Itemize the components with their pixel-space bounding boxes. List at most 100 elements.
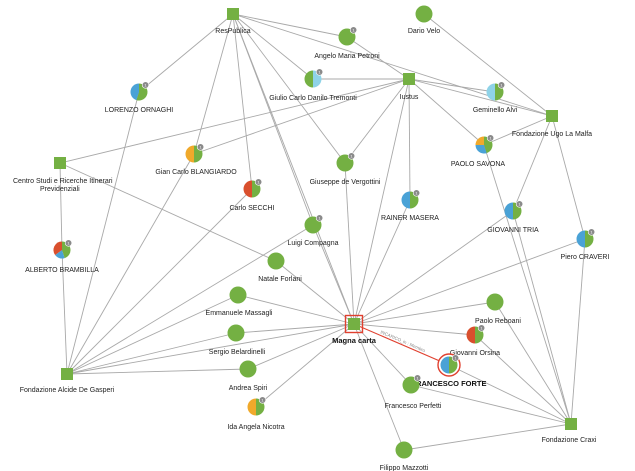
edge-craxi-craveri[interactable] — [570, 238, 586, 425]
node-la_malfa[interactable]: Fondazione Ugo La Malfa — [512, 110, 592, 138]
edge-magna_carta-reboani[interactable] — [353, 301, 496, 325]
edge-magna_carta-perfetti[interactable] — [353, 323, 412, 386]
edge-iustus-masera[interactable] — [408, 78, 411, 201]
edge-ornaghi-degasperi[interactable] — [66, 91, 140, 375]
edge-magna_carta-forlani[interactable] — [275, 260, 355, 325]
edge-magna_carta-craveri[interactable] — [353, 238, 586, 325]
edge-magna_carta-compagna[interactable] — [312, 224, 355, 325]
edge-iustus-alvi[interactable] — [408, 78, 496, 93]
edge-magna_carta-spiri[interactable] — [247, 323, 355, 370]
edge-craxi-orsina[interactable] — [474, 334, 572, 425]
edge-magna_carta-mazzotti[interactable] — [353, 323, 405, 451]
edge-iustus-centro_studi[interactable] — [59, 78, 410, 164]
count-badge-text: 1 — [590, 229, 593, 234]
edge-secchi-degasperi[interactable] — [66, 188, 253, 375]
edge-respublica-vergottini[interactable] — [232, 13, 346, 164]
highlighted-edge[interactable] — [353, 323, 450, 366]
edge-magna_carta-tria[interactable] — [353, 210, 514, 325]
edge-belardinelli-degasperi[interactable] — [66, 332, 237, 375]
node-iustus[interactable]: Iustus — [400, 73, 419, 101]
edge-la_malfa-craveri[interactable] — [551, 115, 586, 240]
person-pie-icon — [486, 293, 504, 311]
node-reboani[interactable]: Paolo Reboani — [475, 293, 521, 326]
edge-respublica-ornaghi[interactable] — [138, 13, 234, 93]
edge-massagli-degasperi[interactable] — [66, 294, 239, 375]
node-degasperi[interactable]: Fondazione Alcide De Gasperi — [20, 368, 115, 394]
edge-respublica-tremonti[interactable] — [232, 13, 314, 80]
count-badge — [64, 239, 73, 247]
edge-iustus-la_malfa[interactable] — [408, 78, 553, 117]
count-badge — [451, 354, 460, 362]
edge-la_malfa-tria[interactable] — [512, 115, 553, 212]
node-label: Geminello Alvi — [473, 107, 518, 114]
node-magna_carta[interactable]: Magna carta — [332, 314, 377, 346]
person-pie-icon — [267, 252, 285, 270]
node-forlani[interactable]: Natale Forlani — [258, 252, 302, 284]
count-badge-text: 1 — [350, 153, 353, 158]
edge-craxi-tria[interactable] — [512, 210, 572, 425]
node-label: Filippo Mazzotti — [380, 465, 429, 471]
count-badge — [497, 81, 506, 89]
node-craxi[interactable]: Fondazione Craxi — [542, 418, 597, 444]
edge-respublica-secchi[interactable] — [232, 13, 253, 190]
edge-respublica-magna_carta[interactable] — [232, 13, 355, 325]
node-spiri[interactable]: Andrea Spiri — [229, 360, 268, 393]
edge-centro_studi-brambilla[interactable] — [59, 162, 63, 251]
edge-magna_carta-masera[interactable] — [353, 199, 411, 325]
node-label: RAINER MASERA — [381, 215, 439, 222]
node-belardinelli[interactable]: Sergio Belardinelli — [209, 324, 266, 357]
edge-craxi-forte[interactable] — [448, 364, 572, 425]
edge-magna_carta-nicotra[interactable] — [255, 323, 355, 408]
edge-blangiardo-degasperi[interactable] — [66, 153, 195, 375]
edge-la_malfa-savona[interactable] — [483, 115, 553, 146]
edge-magna_carta-belardinelli[interactable] — [235, 323, 355, 334]
node-massagli[interactable]: Emmanuele Massagli — [206, 286, 273, 318]
count-badge — [587, 228, 596, 236]
edge-magna_carta-vergottini[interactable] — [344, 162, 355, 325]
edge-brambilla-degasperi[interactable] — [61, 249, 68, 375]
edge-iustus-vergottini[interactable] — [344, 78, 410, 164]
edge-iustus-petroni[interactable] — [346, 36, 410, 80]
edge-magna_carta-orsina[interactable] — [353, 323, 476, 336]
edge-iustus-blangiardo[interactable] — [193, 78, 410, 155]
edge-iustus-magna_carta[interactable] — [353, 78, 410, 325]
edge-respublica-blangiardo[interactable] — [193, 13, 234, 155]
edge-centro_studi-forlani[interactable] — [59, 162, 277, 262]
edge-magna_carta-massagli[interactable] — [237, 294, 355, 325]
node-mazzotti[interactable]: Filippo Mazzotti — [380, 441, 429, 471]
node-dario_velo[interactable]: Dario Velo — [408, 5, 440, 36]
edge-respublica-petroni[interactable] — [232, 13, 348, 38]
edge-craxi-mazzotti[interactable] — [403, 423, 572, 451]
node-label: PAOLO SAVONA — [451, 161, 506, 168]
edge-spiri-degasperi[interactable] — [66, 368, 249, 375]
edge-compagna-degasperi[interactable] — [66, 224, 314, 375]
edge-dario_velo-la_malfa[interactable] — [423, 13, 553, 117]
edge-iustus-savona[interactable] — [408, 78, 485, 146]
edge-craxi-perfetti[interactable] — [410, 384, 572, 425]
node-respublica[interactable]: ResPublica — [215, 8, 251, 35]
node-label: Angelo Maria Petroni — [314, 53, 380, 60]
edge-magna_carta-degasperi[interactable] — [66, 323, 355, 375]
edge-craxi-savona[interactable] — [483, 144, 572, 425]
edge-craxi-reboani[interactable] — [494, 301, 572, 425]
